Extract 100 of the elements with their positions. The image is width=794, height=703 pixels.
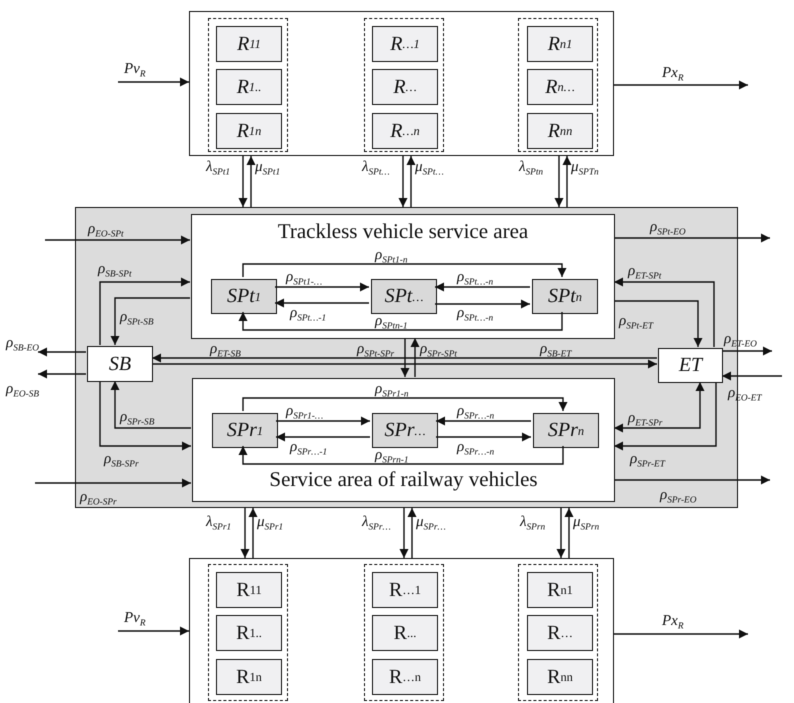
edge-label: ρ$_{SPr1-n}$ [375,382,409,397]
edge-label: ρ$_{SPr1-…}$ [286,404,324,419]
edge-label: λ$_{SPr…}$ [362,515,391,530]
arrow [110,297,190,345]
edge-label: ρ$_{SPt…-1}$ [290,306,326,321]
arrow [240,508,250,558]
edge-label: Px$_{R}$ [662,614,684,629]
edge-label: μ$_{SPrn}$ [573,515,600,530]
arrow [554,156,564,207]
arrow [35,478,191,488]
arrow [400,508,408,558]
area-title: Trackless vehicle service area [278,219,528,244]
arrow [152,354,657,362]
edge-label: μ$_{SPr…}$ [416,515,446,530]
area-frame [192,378,615,502]
edge-label: ρ$_{SB-EO}$ [6,336,40,351]
edge-label: Pv$_{R}$ [124,62,146,77]
edge-label: μ$_{SPt1}$ [255,160,280,175]
edge-label: λ$_{SPtn}$ [519,160,544,175]
arrow [276,416,370,426]
arrow [410,338,420,377]
edge-label: λ$_{SPrn}$ [520,515,546,530]
edge-label: ρ$_{ET-SPr}$ [628,411,662,426]
edge-label: ρ$_{SPr-SB}$ [120,410,154,425]
edge-label: λ$_{SPt1}$ [206,160,230,175]
arrow [152,360,657,368]
arrow [99,278,190,345]
arrow [398,156,408,207]
arrow [406,156,416,207]
arrow [614,80,748,90]
arrow [38,348,86,356]
outer-frame [189,558,614,703]
area-frame [191,214,615,339]
edge-label: ρ$_{ET-SB}$ [210,342,241,357]
arrow [238,156,248,207]
edge-label: ρ$_{EO-SPt}$ [88,222,124,237]
edge-label: ρ$_{EO-SB}$ [6,382,40,397]
arrow [45,236,190,244]
edge-label: ρ$_{SB-ET}$ [540,342,572,357]
edge-label: ρ$_{SPt1-n}$ [375,248,408,263]
dashed-group-frame [208,18,288,152]
edge-label: ρ$_{SPrn-1}$ [375,448,409,463]
arrow [435,282,530,292]
edge-label: ρ$_{SPt…-n}$ [457,270,494,285]
arrow [722,346,772,356]
edge-label: μ$_{SPt…}$ [415,160,444,175]
double-arrow [614,382,704,432]
arrow [246,156,256,207]
edge-label: ρ$_{SPr…-1}$ [290,440,328,455]
edge-label: ρ$_{SB-SPr}$ [104,452,139,467]
arrow [242,263,566,277]
edge-label: μ$_{SPr1}$ [257,515,284,530]
arrow [110,381,191,429]
arrow [276,432,370,442]
arrow [275,282,369,292]
edge-label: Px$_{R}$ [662,66,684,81]
arrow [614,278,715,347]
arrow [275,298,369,308]
edge-label: ρ$_{EO-SPr}$ [80,490,117,505]
arrow [564,508,574,558]
arrow [614,234,770,242]
edge-label: ρ$_{SPt-EO}$ [650,220,686,235]
edge-label: ρ$_{SPr-ET}$ [630,452,665,467]
edge-label: ρ$_{SPtn-1}$ [375,314,408,329]
edge-label: ρ$_{SB-SPt}$ [98,262,132,277]
arrow [614,630,748,638]
dashed-group-frame [518,564,598,701]
arrow [614,476,770,484]
area-title: Service area of railway vehicles [269,467,538,492]
arrow [556,508,566,558]
arrow [562,156,572,207]
edge-label: ρ$_{SPt-ET}$ [619,314,654,329]
edge-label: λ$_{SPr1}$ [206,515,232,530]
edge-label: ρ$_{SPr…-n}$ [457,440,494,455]
arrow [118,626,189,636]
dashed-group-frame [518,18,598,152]
edge-label: ρ$_{ET-SPt}$ [628,264,662,279]
arrow [248,508,258,558]
arrow [436,416,531,426]
dashed-group-frame [208,564,288,701]
arrow [436,432,531,442]
arrow [400,338,410,377]
arrow [242,397,568,411]
edge-label: ρ$_{SPt-SPr}$ [357,342,394,357]
arrow [238,446,564,465]
edge-label: λ$_{SPt…}$ [362,160,390,175]
dashed-group-frame [364,18,444,152]
edge-label: μ$_{SPTn}$ [571,160,599,175]
arrow [614,382,717,450]
arrow [118,78,189,86]
edge-label: ρ$_{SPt1-…}$ [286,270,322,285]
arrow [722,372,782,380]
arrow [614,300,702,347]
arrow [99,381,191,450]
edge-label: ρ$_{SPr…-n}$ [457,404,494,419]
edge-label: ρ$_{SPt…-n}$ [457,306,494,321]
outer-frame [189,11,614,156]
edge-label: Pv$_{R}$ [124,611,146,626]
arrow [408,508,416,558]
arrow [38,370,86,378]
